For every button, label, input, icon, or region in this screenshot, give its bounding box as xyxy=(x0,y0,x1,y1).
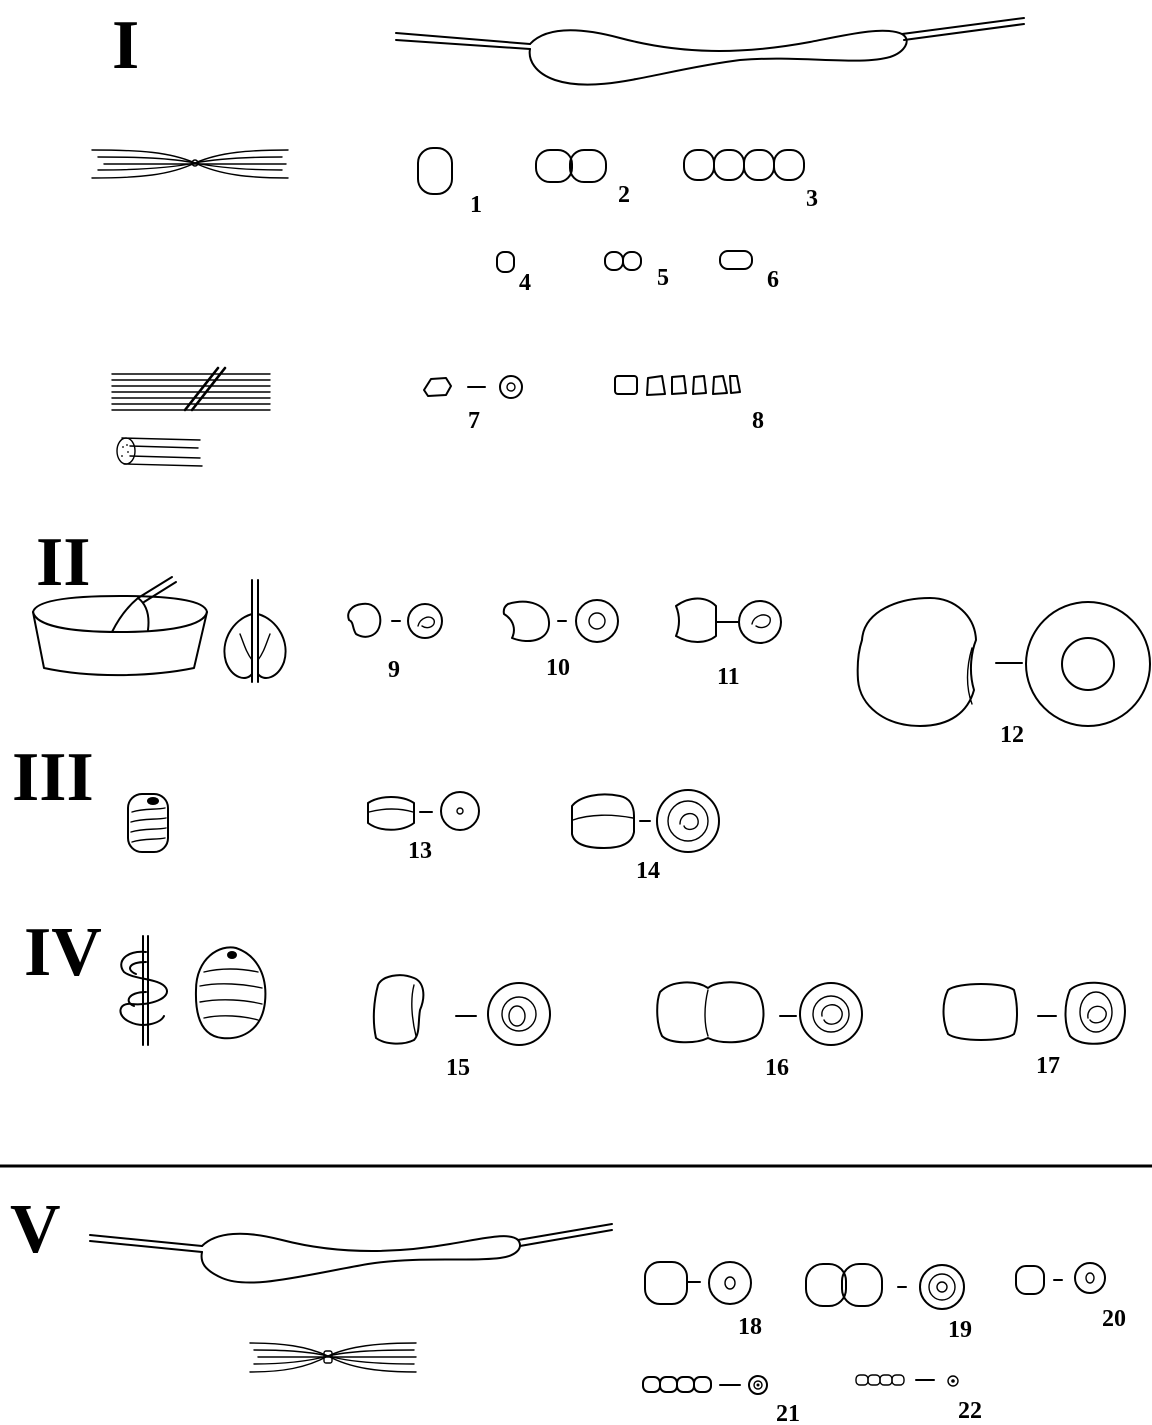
bead-13 xyxy=(367,791,480,831)
bead-2 xyxy=(535,149,607,183)
bead-8 xyxy=(614,375,741,396)
bead-19 xyxy=(805,1263,965,1310)
bead-4-label: 4 xyxy=(519,270,531,296)
bead-22 xyxy=(855,1374,959,1387)
bead-19-label: 19 xyxy=(948,1317,972,1343)
bead-17-label: 17 xyxy=(1036,1053,1060,1079)
bead-10-label: 10 xyxy=(546,655,570,681)
bead-15-label: 15 xyxy=(446,1055,470,1081)
section-label-II: II xyxy=(36,524,90,601)
drawn-glass-tube-icon xyxy=(395,17,1025,86)
bead-14 xyxy=(571,789,720,853)
bead-9-label: 9 xyxy=(388,657,400,683)
bead-5 xyxy=(604,251,642,271)
bead-10 xyxy=(502,599,619,643)
section-label-III: III xyxy=(12,739,94,816)
bead-16 xyxy=(656,981,863,1046)
coiled-bead-icon xyxy=(194,946,267,1040)
twisted-glass-strands-icon xyxy=(91,149,289,179)
drawn-glass-tube-icon xyxy=(89,1223,613,1284)
bead-12-label: 12 xyxy=(1000,722,1024,748)
bead-21-label: 21 xyxy=(776,1401,800,1425)
bead-2-label: 2 xyxy=(618,182,630,208)
section-label-IV: IV xyxy=(24,914,102,991)
glass-drop-on-mandrel-icon xyxy=(223,579,287,683)
bead-17 xyxy=(942,981,1126,1045)
bead-21 xyxy=(642,1375,768,1395)
bead-16-label: 16 xyxy=(765,1055,789,1081)
bead-13-label: 13 xyxy=(408,838,432,864)
bead-3-label: 3 xyxy=(806,186,818,212)
bead-11 xyxy=(675,597,782,644)
bead-7-label: 7 xyxy=(468,408,480,434)
bead-18 xyxy=(644,1261,752,1305)
bead-1 xyxy=(417,147,453,195)
bead-6 xyxy=(719,250,753,270)
section-label-I: I xyxy=(112,7,139,84)
wound-bead-icon xyxy=(127,793,169,853)
bead-3 xyxy=(683,149,805,181)
bead-20 xyxy=(1015,1262,1106,1295)
bead-8-label: 8 xyxy=(752,408,764,434)
bead-22-label: 22 xyxy=(958,1398,982,1424)
bead-15 xyxy=(372,974,551,1046)
bead-20-label: 20 xyxy=(1102,1306,1126,1332)
bead-14-label: 14 xyxy=(636,858,660,884)
bead-5-label: 5 xyxy=(657,265,669,291)
section-label-V: V xyxy=(10,1191,61,1268)
bead-7 xyxy=(423,375,523,399)
twisted-glass-strands-icon xyxy=(249,1342,417,1373)
cane-cross-section-icon xyxy=(116,437,203,467)
cane-bundle-icon xyxy=(111,366,271,412)
bead-18-label: 18 xyxy=(738,1314,762,1340)
bead-11-label: 11 xyxy=(717,664,740,690)
molten-glass-crucible-icon xyxy=(32,576,208,677)
bead-6-label: 6 xyxy=(767,267,779,293)
bead-9 xyxy=(347,602,443,639)
bead-12 xyxy=(856,597,1151,727)
bead-4 xyxy=(496,251,515,273)
bead-1-label: 1 xyxy=(470,192,482,218)
coil-on-mandrel-icon xyxy=(119,935,168,1046)
